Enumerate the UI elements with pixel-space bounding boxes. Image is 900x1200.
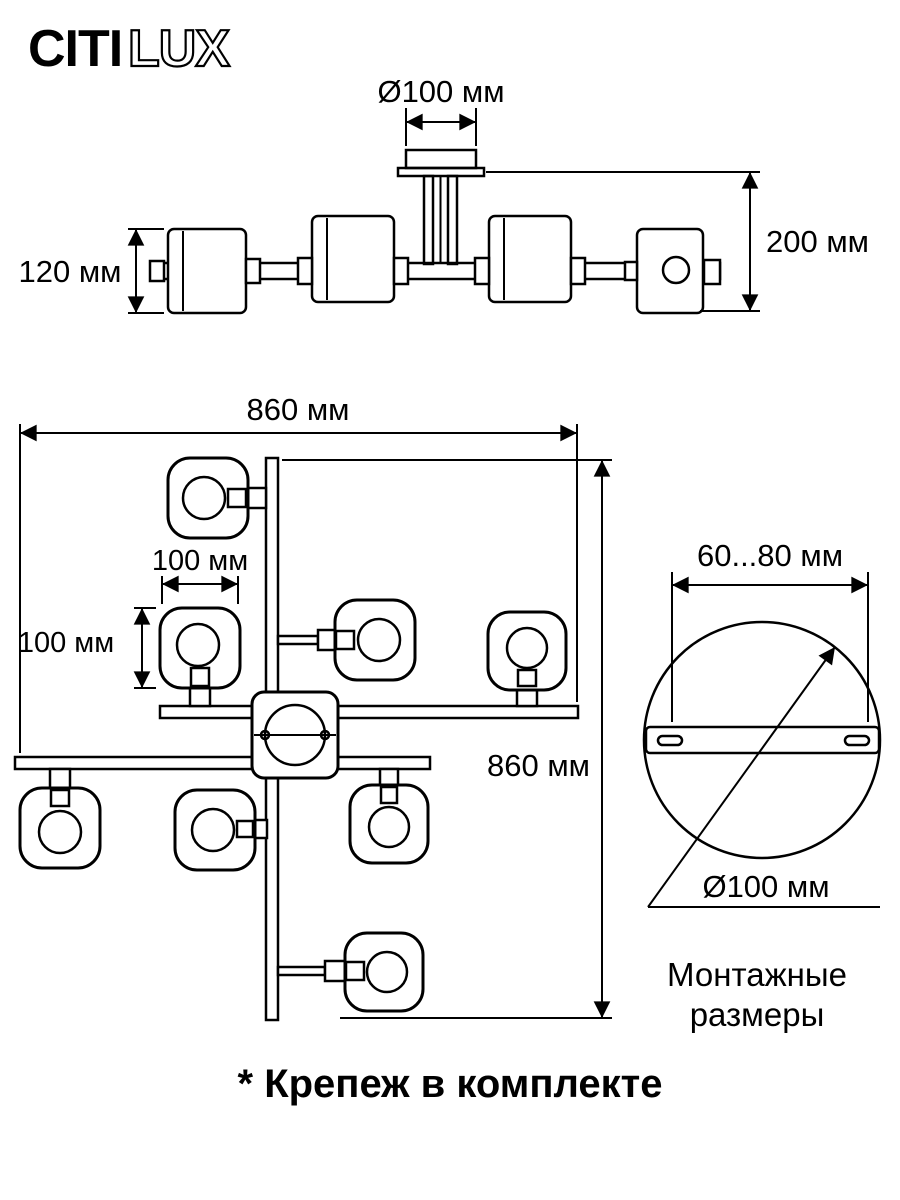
- dim-shade-width-plan: 100 мм: [152, 545, 248, 604]
- logo-text-outline: LUX: [128, 20, 230, 78]
- logo-text-solid: CITI: [28, 20, 122, 78]
- mounting-caption-line1: Монтажные: [667, 956, 847, 993]
- dim-label-shade-w: 100 мм: [152, 545, 248, 577]
- shade-end-circle: [661, 255, 691, 285]
- dim-label-shade-h: 100 мм: [18, 627, 114, 659]
- dim-label-plan-depth: 860 мм: [487, 748, 590, 783]
- lamp-shade-plan-7: [348, 767, 430, 865]
- shade-connector: [316, 628, 338, 652]
- bulb-circle: [367, 805, 411, 849]
- plan-rod-horizontal-upper: [158, 704, 580, 720]
- dim-canopy-diameter: Ø100 мм: [377, 74, 505, 146]
- shade-connector: [569, 256, 587, 286]
- lamp-shade-side-3: [487, 214, 573, 304]
- dim-fixture-height: 200 мм: [486, 171, 869, 312]
- shade-connector: [473, 256, 491, 286]
- shade-connector: [253, 818, 269, 840]
- lamp-shade-plan-3: [316, 598, 417, 682]
- lamp-shade-plan-6: [173, 788, 269, 872]
- shade-connector: [623, 260, 639, 282]
- lamp-shade-side-4: [635, 227, 705, 315]
- shade-connector: [296, 256, 314, 286]
- shade-connector: [244, 257, 262, 285]
- lamp-shade-side-1: [166, 227, 248, 315]
- mount-slot-right: [843, 734, 871, 747]
- canopy-plate: [396, 166, 486, 178]
- rod-right: [446, 174, 459, 266]
- shade-connector: [515, 688, 539, 708]
- footer-note: * Крепеж в комплекте: [238, 1062, 663, 1106]
- screw-slot: [319, 729, 331, 741]
- dim-shade-height: 120 мм: [19, 228, 164, 314]
- arm-left-cap: [148, 259, 166, 283]
- dim-plan-width: 860 мм: [19, 392, 578, 753]
- screw-slot: [259, 729, 271, 741]
- dim-label-plan-width: 860 мм: [247, 392, 350, 427]
- mounting-plate-drawing: 60...80 мм Ø100 мм Монтажные размеры: [642, 538, 882, 1033]
- arm-right-cap: [702, 258, 722, 286]
- dim-label-height: 200 мм: [766, 224, 869, 259]
- lamp-shade-plan-2: [158, 606, 242, 708]
- dim-shade-depth-plan: 100 мм: [18, 607, 156, 689]
- shade-connector: [246, 486, 268, 510]
- dim-plan-depth: 860 мм: [282, 459, 612, 1019]
- shade-connector: [188, 686, 212, 708]
- lamp-shade-plan-5: [18, 767, 102, 870]
- bulb-circle: [365, 950, 409, 994]
- lamp-shade-plan-4: [486, 610, 568, 708]
- center-mount-block: [250, 690, 340, 780]
- bulb-circle: [175, 622, 221, 668]
- mounting-caption-line2: размеры: [690, 996, 825, 1033]
- bulb-circle: [181, 475, 227, 521]
- dim-label-shade-height: 120 мм: [19, 254, 122, 289]
- canopy-cup: [404, 148, 478, 170]
- bulb-circle: [356, 617, 402, 663]
- dim-label-slots: 60...80 мм: [697, 538, 843, 573]
- shade-connector: [48, 767, 72, 790]
- plan-rod-horizontal-lower: [13, 755, 432, 771]
- side-view-drawing: [148, 148, 722, 315]
- plan-view-drawing: [13, 456, 580, 1022]
- shade-connector: [392, 256, 410, 286]
- lamp-shade-plan-8: [323, 931, 425, 1013]
- mount-slot-left: [656, 734, 684, 747]
- bulb-circle: [190, 807, 236, 853]
- lamp-shade-side-2: [310, 214, 396, 304]
- shade-connector: [323, 959, 347, 983]
- shade-connector: [378, 767, 400, 787]
- rod-left: [422, 174, 435, 266]
- mount-plate-bar: [644, 725, 881, 755]
- dim-label-plate-diameter: Ø100 мм: [702, 869, 829, 904]
- brand-logo: CITI LUX: [28, 19, 232, 79]
- lamp-shade-plan-1: [166, 456, 268, 540]
- bulb-circle: [505, 626, 549, 670]
- bulb-circle: [37, 809, 83, 855]
- dim-label-canopy: Ø100 мм: [377, 74, 504, 109]
